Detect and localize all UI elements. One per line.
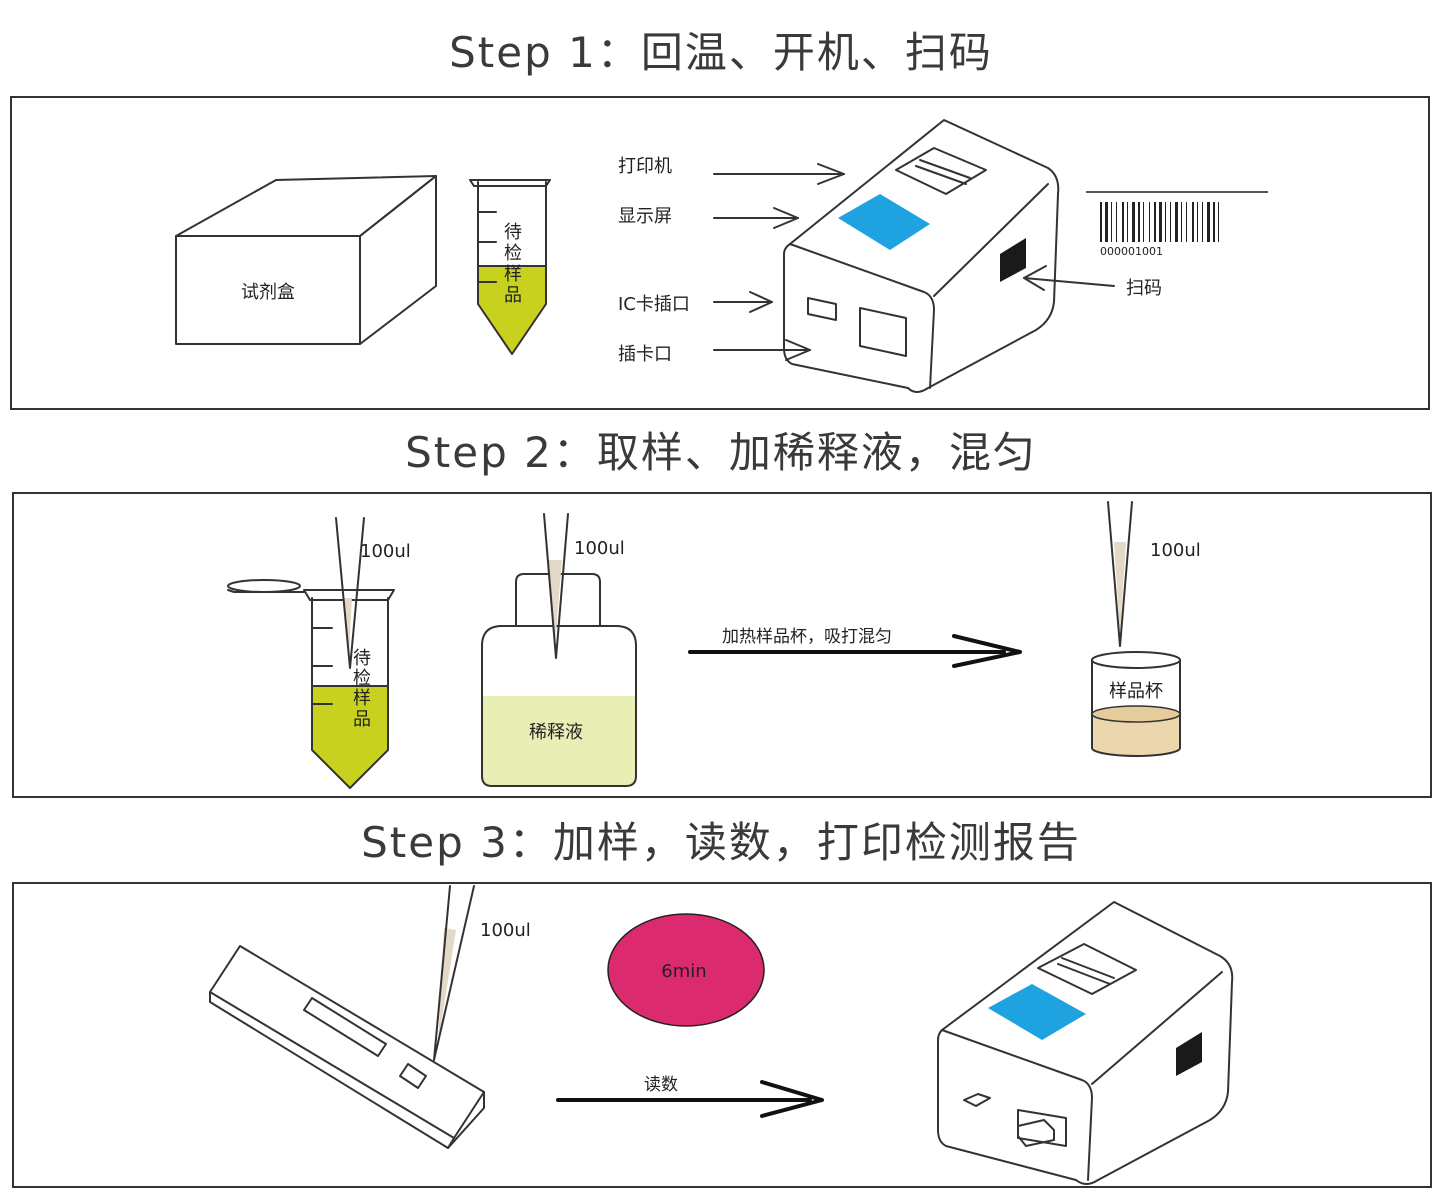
tube-char-3: 样: [353, 688, 371, 709]
sample-tube: [469, 179, 551, 355]
analyzer-device-reading: [937, 901, 1234, 1185]
scan-arrow: [1023, 265, 1115, 291]
barcode-bar: [1170, 202, 1171, 242]
tube-char-2: 检: [353, 668, 371, 689]
sample-tube-char-2: 检: [504, 243, 522, 264]
device-screen: [838, 194, 930, 250]
tube-char-4: 品: [353, 709, 371, 730]
display-label: 显示屏: [618, 206, 672, 227]
barcode-bar: [1105, 202, 1108, 242]
mix-arrow-text: 加热样品杯，吸打混匀: [722, 627, 892, 647]
analyzer-device: [783, 119, 1060, 393]
reagent-box: [175, 175, 437, 345]
diluent-label: 稀释液: [529, 722, 583, 743]
barcode-number: 000001001: [1100, 245, 1163, 258]
inserted-strip: [1017, 1119, 1055, 1147]
barcode-bar: [1213, 202, 1215, 242]
strip-window: [303, 997, 387, 1057]
printer-label: 打印机: [618, 156, 672, 177]
barcode-bar: [1218, 202, 1219, 242]
flip-cap-tube: [227, 579, 395, 789]
barcode-bar: [1154, 202, 1156, 242]
barcode-bar: [1159, 202, 1162, 242]
device-screen-reading: [988, 984, 1086, 1040]
ic-card-slot: [807, 297, 837, 321]
step1-illustration: 试剂盒 待 检 样 品 打印机 显示屏 IC卡插口 插卡口: [175, 119, 1268, 393]
barcode-bar: [1111, 202, 1112, 242]
display-arrow: [713, 207, 799, 229]
scanner-window-reading: [1176, 1032, 1202, 1076]
barcode-bar: [1165, 202, 1166, 242]
barcode-bar: [1186, 202, 1187, 242]
reagent-box-label: 试剂盒: [241, 282, 295, 303]
card-insert-slot: [859, 307, 907, 357]
test-strip: [209, 945, 485, 1149]
scan-label: 扫码: [1126, 278, 1162, 299]
pipette-tip-tube: [335, 517, 365, 669]
barcode-bar: [1138, 202, 1140, 242]
volume-label-cup: 100ul: [1150, 540, 1201, 561]
barcode-bar: [1100, 202, 1102, 242]
timer-label: 6min: [661, 961, 706, 982]
read-arrow-text: 读数: [644, 1075, 678, 1095]
mix-arrow: [688, 634, 1022, 668]
barcode-bar: [1202, 202, 1203, 242]
timer-circle: [607, 913, 765, 1027]
sample-tube-char-4: 品: [504, 285, 522, 306]
step3-panel: 100ul 6min 读数: [12, 882, 1432, 1188]
ic-slot-label: IC卡插口: [618, 294, 690, 315]
barcode-bar: [1197, 202, 1198, 242]
step3-illustration: 100ul 6min 读数: [209, 885, 1234, 1185]
volume-label-tube: 100ul: [360, 541, 411, 562]
sample-cup: [1091, 651, 1181, 757]
barcode-bar: [1192, 202, 1194, 242]
tube-char-1: 待: [353, 648, 371, 669]
ic-slot-arrow: [713, 291, 773, 313]
step3-title: Step 3：加样，读数，打印检测报告: [361, 818, 1081, 867]
volume-label-bottle: 100ul: [574, 538, 625, 559]
barcode-bar: [1207, 202, 1210, 242]
sample-cup-label: 样品杯: [1109, 681, 1163, 702]
step1-title: Step 1：回温、开机、扫码: [449, 28, 993, 77]
pipette-tip-bottle: [543, 513, 569, 659]
barcode-bar: [1143, 202, 1144, 242]
step2-title: Step 2：取样、加稀释液，混匀: [405, 428, 1037, 477]
sample-tube-char-1: 待: [504, 222, 522, 243]
barcode-bar: [1181, 202, 1182, 242]
card-slot-label: 插卡口: [618, 344, 672, 365]
pipette-tip-cup: [1107, 501, 1133, 647]
sample-tube-char-3: 样: [504, 264, 522, 285]
barcode-bar: [1149, 202, 1150, 242]
barcode-bar: [1127, 202, 1128, 242]
printer-arrow: [713, 163, 845, 185]
step2-illustration: 100ul 待 检 样 品 100ul 稀释液 加热样品杯，吸打混匀 100ul…: [227, 501, 1201, 789]
step1-panel: 试剂盒 待 检 样 品 打印机 显示屏 IC卡插口 插卡口: [10, 96, 1430, 410]
diluent-bottle: [481, 573, 637, 787]
card-slot-reading: [1017, 1109, 1067, 1147]
barcode-bar: [1122, 202, 1124, 242]
pipette-tip-strip: [433, 885, 475, 1061]
barcode-bar: [1175, 202, 1178, 242]
scanner-window: [1000, 238, 1026, 282]
card-slot-arrow: [713, 339, 811, 361]
barcode-bar: [1132, 202, 1135, 242]
volume-label-strip: 100ul: [480, 920, 531, 941]
read-arrow: [556, 1080, 824, 1118]
barcode-bar: [1116, 202, 1117, 242]
barcode: [1086, 191, 1268, 242]
strip-sample-well: [399, 1063, 427, 1089]
step2-panel: 100ul 待 检 样 品 100ul 稀释液 加热样品杯，吸打混匀 100ul…: [12, 492, 1432, 798]
